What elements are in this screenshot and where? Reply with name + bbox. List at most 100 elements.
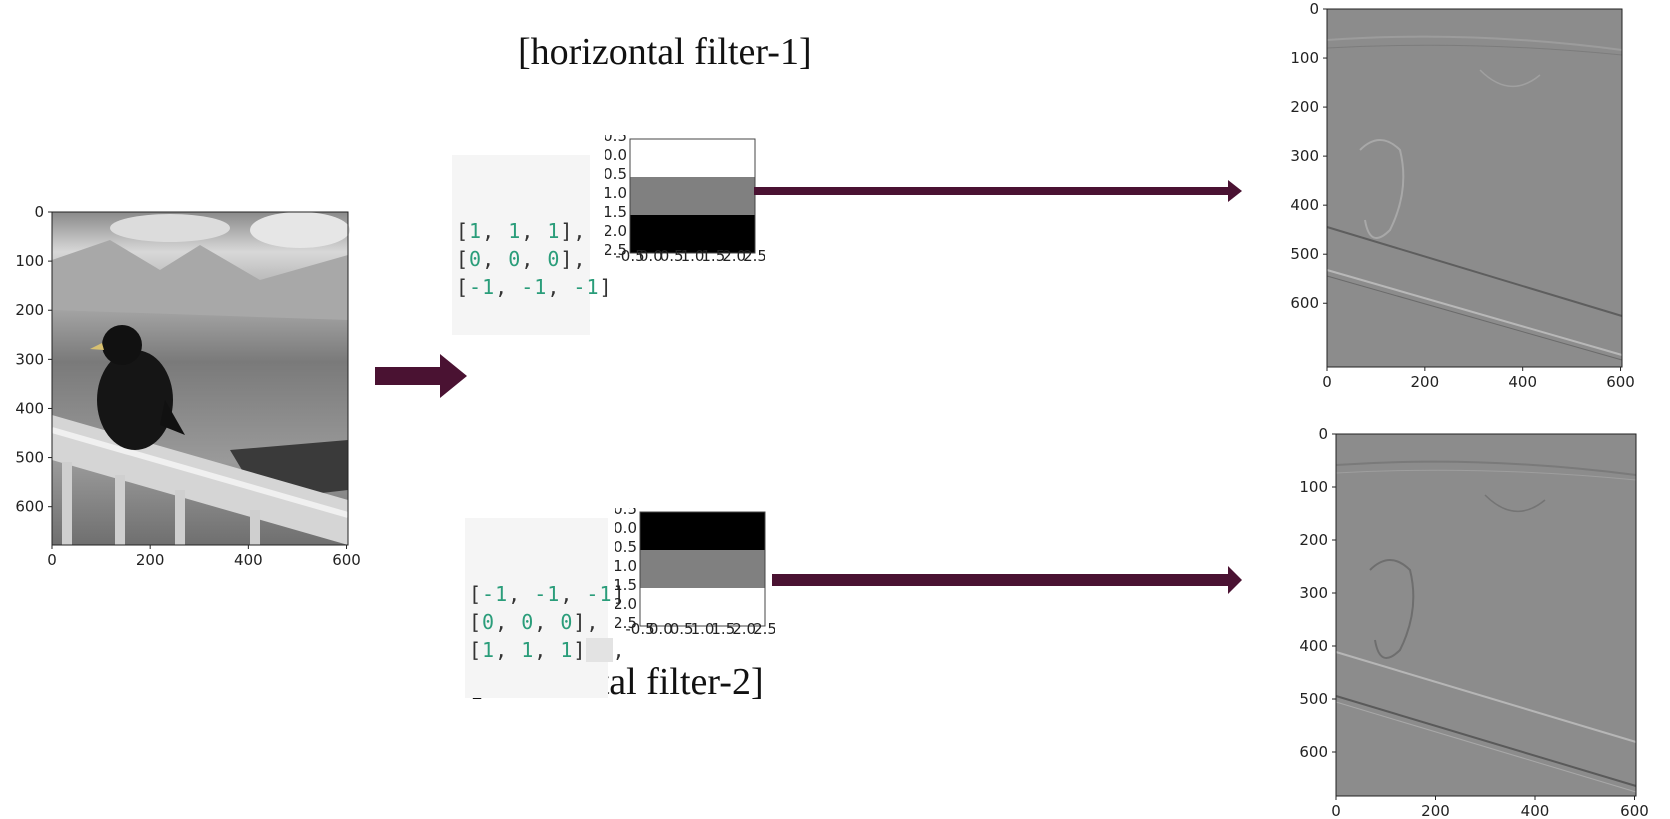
bracket: ], <box>560 219 587 243</box>
x-tick-label: 0 <box>1322 373 1332 391</box>
y-tick-label: 500 <box>1290 245 1319 263</box>
separator: , <box>508 582 535 606</box>
filter1-code: [1, 1, 1],[0, 0, 0],[-1, -1, -1] <box>452 155 612 335</box>
kernel-code-row: [-1, -1, -1] <box>469 580 625 608</box>
kernel-y-tick: 0.0 <box>615 519 637 537</box>
kernel-value: 1 <box>547 219 561 243</box>
bracket: ] <box>599 275 613 299</box>
kernel-y-tick: 1.0 <box>615 557 637 575</box>
bracket: ], <box>573 610 600 634</box>
y-tick-label: 100 <box>1290 49 1319 67</box>
x-tick-label: 600 <box>1606 373 1635 391</box>
kernel-y-tick: 1.5 <box>605 203 627 221</box>
separator: , <box>534 610 561 634</box>
kernel-code-row: [-1, -1, -1] <box>456 273 612 301</box>
y-tick-label: 500 <box>1299 690 1328 708</box>
filter2-arrow-icon <box>1228 566 1242 594</box>
kernel-value: -1 <box>573 275 600 299</box>
separator: , <box>482 219 509 243</box>
y-tick-label: 600 <box>1290 294 1319 312</box>
kernel-value: -1 <box>469 275 496 299</box>
kernel-value: 0 <box>521 610 535 634</box>
main-arrow-icon <box>375 354 467 398</box>
separator: , <box>482 247 509 271</box>
kernel-code-row: [1, 1, 1], <box>456 217 586 245</box>
kernel-value: 0 <box>482 610 496 634</box>
y-tick-label: 600 <box>15 498 44 516</box>
separator: , <box>521 219 548 243</box>
x-tick-label: 0 <box>1331 802 1341 819</box>
kernel-code-row: [0, 0, 0], <box>456 245 586 273</box>
y-tick-label: 0 <box>1318 425 1328 443</box>
separator: , <box>495 275 522 299</box>
kernel-x-tick: 0.5 <box>670 620 694 638</box>
filter1-arrow-shaft <box>754 187 1230 195</box>
separator: , <box>495 610 522 634</box>
bracket: [ <box>456 247 470 271</box>
kernel-row-middle <box>630 177 755 215</box>
separator: , <box>495 638 522 662</box>
kernel-row-bottom <box>640 588 765 626</box>
output-photo-1 <box>1326 9 1623 367</box>
output-photo-2 <box>1335 434 1637 796</box>
kernel-y-tick: 2.0 <box>605 222 627 240</box>
kernel-value: -1 <box>586 582 613 606</box>
y-tick-label: 0 <box>34 203 44 221</box>
x-tick-label: 200 <box>1411 373 1440 391</box>
bracket: ] <box>612 582 626 606</box>
kernel-y-tick: 0.0 <box>605 146 627 164</box>
kernel-y-tick: 2.5 <box>615 614 637 632</box>
kernel-x-tick: 1.5 <box>701 247 725 265</box>
x-tick-label: 600 <box>332 551 361 569</box>
filter2-code: [-1, -1, -1][0, 0, 0],[1, 1, 1] , <box>465 518 625 698</box>
y-tick-label: 200 <box>1299 531 1328 549</box>
y-tick-label: 600 <box>1299 743 1328 761</box>
y-tick-label: 0 <box>1309 0 1319 18</box>
y-tick-label: 400 <box>1290 196 1319 214</box>
kernel-x-tick: 2.0 <box>732 620 756 638</box>
kernel-value: 0 <box>560 610 574 634</box>
kernel-row-bottom <box>630 215 755 253</box>
y-tick-label: 100 <box>1299 478 1328 496</box>
kernel-x-tick: 1.0 <box>681 247 705 265</box>
separator: , <box>534 638 561 662</box>
y-tick-label: 300 <box>15 350 44 368</box>
x-tick-label: 200 <box>1421 802 1450 819</box>
kernel-code-row: [0, 0, 0], <box>469 608 604 636</box>
x-tick-label: 0 <box>47 551 57 569</box>
x-tick-label: 600 <box>1620 802 1649 819</box>
separator: , <box>547 275 574 299</box>
kernel-x-tick: 2.5 <box>743 247 765 265</box>
kernel-x-tick: 2.5 <box>753 620 775 638</box>
kernel-value: 0 <box>469 247 483 271</box>
kernel-value: 0 <box>547 247 561 271</box>
kernel-y-tick: 2.0 <box>615 595 637 613</box>
x-tick-label: 400 <box>234 551 263 569</box>
x-tick-label: 400 <box>1521 802 1550 819</box>
kernel-value: 1 <box>560 638 574 662</box>
kernel-x-tick: -0.5 <box>615 247 644 265</box>
bracket: ] , <box>573 638 626 662</box>
bracket: [ <box>469 582 483 606</box>
kernel-y-tick: 0.5 <box>605 165 627 183</box>
kernel-value: 1 <box>482 638 496 662</box>
y-tick-label: 200 <box>15 301 44 319</box>
kernel-row-top <box>630 139 755 177</box>
x-tick-label: 400 <box>1508 373 1537 391</box>
kernel-x-tick: 1.5 <box>711 620 735 638</box>
filter2-kernel-plot: -0.50.00.51.01.52.02.5-0.50.00.51.01.52.… <box>615 508 775 638</box>
kernel-value: 1 <box>521 638 535 662</box>
bracket: [ <box>469 638 483 662</box>
separator: , <box>560 582 587 606</box>
y-tick-label: 500 <box>15 449 44 467</box>
kernel-value: 1 <box>508 219 522 243</box>
kernel-y-tick: 0.5 <box>615 538 637 556</box>
kernel-y-tick: 1.5 <box>615 576 637 594</box>
bracket: [ <box>469 610 483 634</box>
kernel-value: 0 <box>508 247 522 271</box>
y-tick-label: 300 <box>1290 147 1319 165</box>
kernel-row-middle <box>640 550 765 588</box>
kernel-value: -1 <box>482 582 509 606</box>
